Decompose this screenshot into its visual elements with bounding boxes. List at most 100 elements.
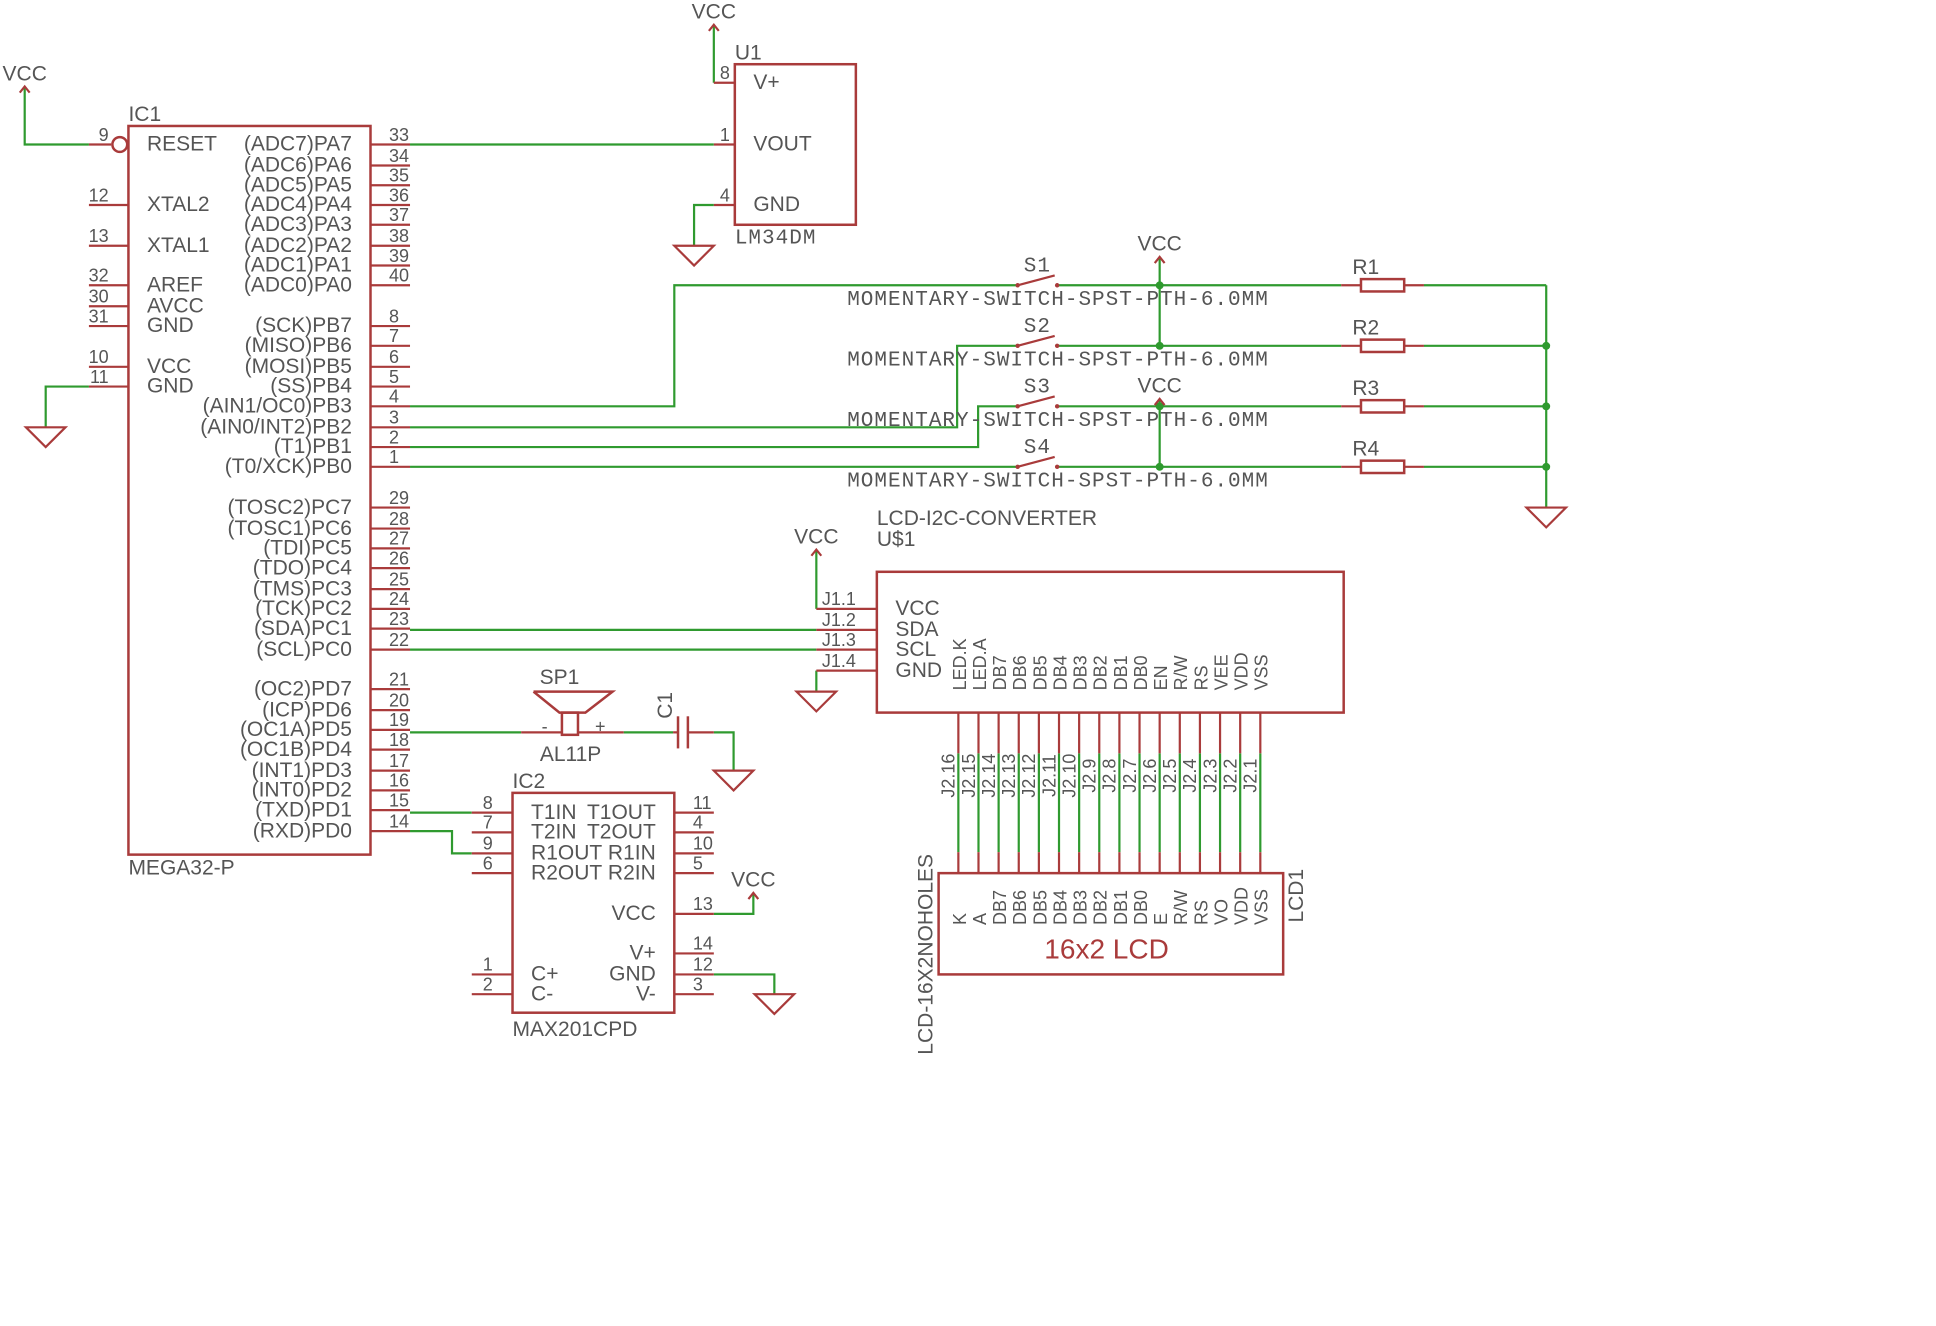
- ic1-pin-name: (ADC7)PA7: [244, 133, 352, 156]
- u1-pin-num: 4: [720, 185, 730, 205]
- ic1-reset-inversion: [111, 135, 129, 154]
- ic1-pin-name: (ADC3)PA3: [244, 213, 352, 236]
- ic2-pin-name: T2IN: [531, 821, 577, 844]
- speaker-ref: SP1: [540, 666, 580, 689]
- ic1-pin-name: (MOSI)PB5: [245, 355, 352, 378]
- ic2-vcc-label: VCC: [731, 869, 775, 892]
- ic1-pin-name: (OC1A)PD5: [240, 718, 352, 741]
- u1-vcc-arrow: [708, 22, 720, 32]
- lcd-i2c-ground: [793, 690, 839, 713]
- ic1-pin-num: 6: [389, 347, 399, 367]
- u1-pin-name: GND: [753, 193, 800, 216]
- ic1-pin-num: 39: [389, 246, 409, 266]
- ic2-pin-num: 10: [693, 834, 713, 854]
- pb2-s2-wire: [410, 344, 1018, 429]
- lcd1-pin-name: VSS: [1252, 889, 1272, 925]
- switch-vcc-top-label: VCC: [1137, 233, 1181, 256]
- ic1-pin-name: AREF: [147, 273, 203, 296]
- lcd1-pin-name: VDD: [1232, 887, 1252, 925]
- u1-ground: [671, 244, 717, 268]
- junction-dot: [1542, 341, 1551, 350]
- lcd1-pin-name: R/W: [1171, 890, 1191, 925]
- ic1-pin-num: 40: [389, 266, 409, 286]
- ic2-pin-name: VCC: [611, 902, 655, 925]
- rxd-wire: [410, 830, 472, 855]
- ic1-pin-num: 26: [389, 548, 409, 568]
- lcd1-body: [937, 871, 1285, 976]
- ic2-pin-name: R1OUT: [531, 842, 602, 865]
- ic2-pin-num: 12: [693, 955, 713, 975]
- speaker-value: AL11P: [540, 743, 602, 766]
- lcd-i2c-pin-name: VCC: [895, 597, 939, 620]
- ic1-pin-num: 28: [389, 509, 409, 529]
- ic1-pin-name: (TXD)PD1: [255, 798, 352, 821]
- ic1-pin-name: (TMS)PC3: [253, 577, 352, 600]
- ic2-ref: IC2: [513, 770, 546, 793]
- ic1-pin-num: 8: [389, 306, 399, 326]
- ic1-pin-num: 32: [89, 266, 109, 286]
- lcd-i2c-bottom-name: RS: [1191, 665, 1211, 690]
- lcd-i2c-bottom-name: EN: [1151, 665, 1171, 690]
- ic2-pin-name: C-: [531, 982, 553, 1005]
- speaker-cone: [532, 690, 617, 714]
- ic1-pin-name: (MISO)PB6: [245, 334, 352, 357]
- lcd1-value: LCD-16X2NOHOLES: [914, 854, 937, 1055]
- lcd-i2c-bottom-name: VDD: [1232, 652, 1252, 690]
- switch-contact: [1054, 283, 1060, 288]
- ic1-pin-num: 14: [389, 811, 409, 831]
- lcd-i2c-bottom-name: R/W: [1171, 655, 1191, 690]
- lcd1-pin-name: E: [1151, 913, 1171, 925]
- switch-lever: [1017, 334, 1055, 347]
- ic1-body: [127, 124, 372, 856]
- ic1-pin-name: (TOSC1)PC6: [227, 517, 351, 540]
- lcd1-title: 16x2 LCD: [1044, 933, 1169, 964]
- ic2-pin-name: T1OUT: [587, 801, 656, 824]
- lcd-i2c-bottom-num: J2.9: [1080, 759, 1100, 793]
- switch-contact: [1054, 404, 1060, 409]
- ic1-pin-num: 25: [389, 569, 409, 589]
- lcd-i2c-bottom-num: J2.13: [999, 754, 1019, 798]
- ic1-pin-num: 27: [389, 529, 409, 549]
- ic1-pin-num: 18: [389, 730, 409, 750]
- cap-ref: C1: [654, 692, 677, 719]
- switch-value: MOMENTARY-SWITCH-SPST-PTH-6.0MM: [847, 350, 1269, 373]
- lcd-i2c-body: [875, 570, 1345, 714]
- lcd-i2c-bottom-num: J2.1: [1241, 759, 1261, 793]
- u1-pin-num: 1: [720, 125, 730, 145]
- ic1-pin-num: 37: [389, 205, 409, 225]
- ic1-pin-num: 17: [389, 751, 409, 771]
- ic1-pin-name: VCC: [147, 355, 191, 378]
- u1-ref: U1: [735, 41, 762, 64]
- u1-vcc-label: VCC: [692, 1, 736, 24]
- ic2-pin-name: V+: [630, 942, 656, 965]
- switch-value: MOMENTARY-SWITCH-SPST-PTH-6.0MM: [847, 471, 1269, 494]
- ic1-pin-num: 10: [89, 347, 109, 367]
- lcd1-pin-name: DB6: [1010, 890, 1030, 925]
- ic1-pin-num: 36: [389, 185, 409, 205]
- ic1-pin-name: (SCK)PB7: [255, 314, 352, 337]
- lcd-i2c-bottom-name: VEE: [1211, 654, 1231, 690]
- ic1-pin-name: GND: [147, 375, 194, 398]
- switch-ref: S3: [1024, 377, 1051, 400]
- ic2-pin-num: 1: [483, 955, 493, 975]
- ic1-pin-name: (ADC4)PA4: [244, 193, 352, 216]
- ic2-gnd-wire: [713, 973, 776, 995]
- ic1-gnd-wire: [44, 385, 89, 428]
- ic1-pin-name: (SCL)PC0: [256, 638, 352, 661]
- resistor-body: [1359, 277, 1406, 293]
- u1-gnd-wire: [692, 203, 714, 246]
- lcd-i2c-bottom-name: DB7: [990, 655, 1010, 690]
- switch-ref: S1: [1024, 256, 1051, 279]
- ic1-pin-name: (ADC0)PA0: [244, 273, 352, 296]
- ic1-pin-num: 24: [389, 589, 409, 609]
- ic1-pin-num: 4: [389, 387, 399, 407]
- ic1-pin-name: (OC1B)PD4: [240, 738, 352, 761]
- ic1-pin-num: 22: [389, 630, 409, 650]
- ic2-pin-name: T2OUT: [587, 821, 656, 844]
- lcd1-pin-name: A: [970, 913, 990, 925]
- lcd-i2c-bottom-name: LED.A: [970, 638, 990, 690]
- lcd1-pin-name: K: [950, 913, 970, 925]
- lcd-i2c-bottom-num: J2.5: [1160, 759, 1180, 793]
